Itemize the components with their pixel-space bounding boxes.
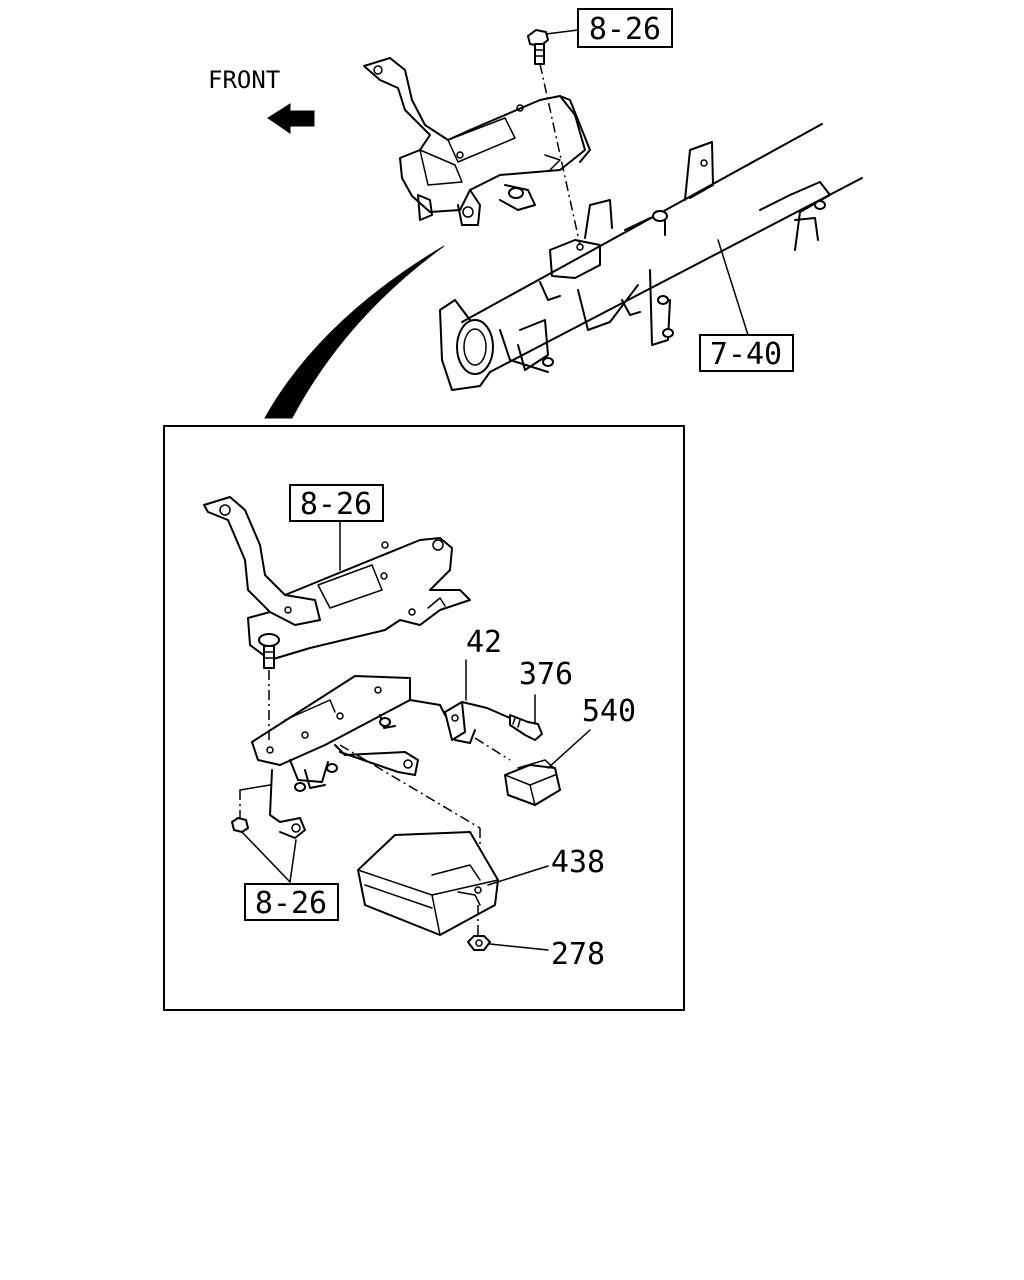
crossmember bbox=[439, 123, 863, 391]
front-arrow-icon bbox=[267, 103, 315, 134]
part-278-label: 278 bbox=[551, 937, 605, 972]
top-bolt-callout: 8-26 bbox=[577, 8, 673, 48]
part-376-bolt: 376 bbox=[509, 657, 573, 741]
inset-bracket-ref-text: 8-26 bbox=[300, 487, 372, 522]
top-bolt-ref-text: 8-26 bbox=[589, 12, 661, 47]
inset-nut-callout: 8-26 bbox=[244, 883, 339, 921]
top-bolt bbox=[527, 29, 581, 246]
part-376-label: 376 bbox=[519, 657, 573, 692]
part-540-label: 540 bbox=[582, 694, 636, 729]
part-540-connector: 540 bbox=[504, 694, 636, 806]
part-42-label: 42 bbox=[466, 625, 502, 660]
part-278-nut: 278 bbox=[467, 905, 605, 972]
lower-mounting-plate bbox=[239, 675, 481, 880]
inset-nut-ref-text: 8-26 bbox=[255, 886, 327, 921]
crossmember-ref-text: 7-40 bbox=[710, 337, 782, 372]
bracket-assembly-overview bbox=[363, 57, 591, 226]
front-label: FRONT bbox=[208, 66, 280, 94]
crossmember-callout: 7-40 bbox=[699, 239, 794, 372]
inset-bracket-callout: 8-26 bbox=[289, 484, 384, 571]
part-42-bracket: 42 bbox=[444, 625, 511, 761]
detail-pointer bbox=[264, 245, 445, 419]
detail-frame bbox=[163, 425, 685, 1011]
inset-left-nut bbox=[231, 817, 297, 883]
part-438-label: 438 bbox=[551, 845, 605, 880]
part-438-control-unit: 438 bbox=[357, 831, 605, 936]
